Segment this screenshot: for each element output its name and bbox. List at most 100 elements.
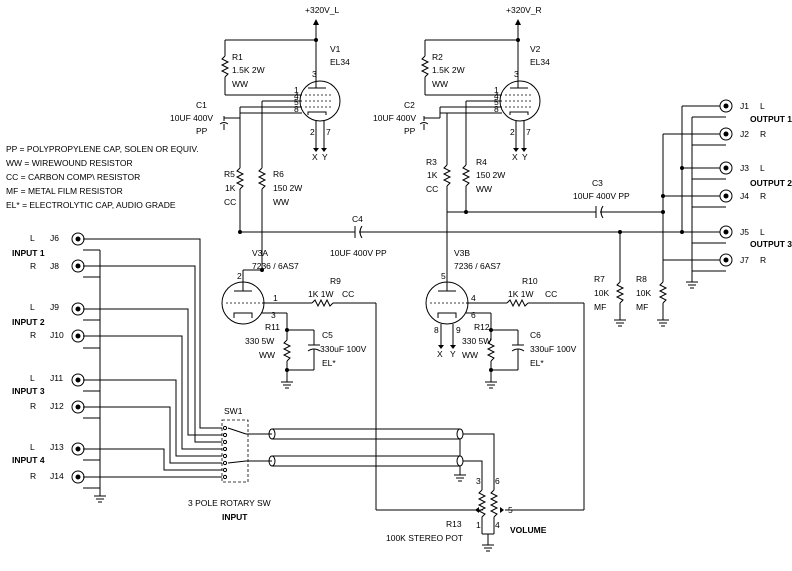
input-jack-j14: R J14 [30, 470, 85, 484]
c2-type: PP [404, 126, 416, 136]
r11-ref: R11 [265, 322, 280, 332]
c5-ref: C5 [322, 330, 333, 340]
j1-ch: L [760, 101, 765, 111]
r5-type: CC [224, 197, 236, 207]
c6-ref: C6 [530, 330, 541, 340]
v1-heater-y: Y [322, 152, 328, 162]
r5-value: 1K [225, 183, 236, 193]
input-bus [83, 238, 222, 503]
j5-ch: L [760, 227, 765, 237]
r2-value: 1.5K 2W [432, 65, 465, 75]
j10-ref: J10 [50, 330, 64, 340]
c5-type: EL* [322, 358, 336, 368]
v1-pin7: 7 [326, 127, 331, 137]
j12-ref: J12 [50, 401, 64, 411]
input-jack-j12: R J12 [30, 400, 85, 414]
c6-type: EL* [530, 358, 544, 368]
v2-pin7: 7 [526, 127, 531, 137]
v2-ref: V2 [530, 44, 541, 54]
j11-ref: J11 [50, 373, 63, 383]
v3b-pin6: 6 [471, 310, 476, 320]
r3-ref: R3 [426, 157, 437, 167]
r7-value: 10K [594, 288, 609, 298]
j14-ch: R [30, 471, 36, 481]
output-jack-j1: J1 L OUTPUT 1 [719, 99, 792, 124]
output-jack-j3: J3 L OUTPUT 2 [719, 161, 792, 188]
v3a-ref: V3A [252, 248, 268, 258]
r10-ref: R10 [522, 276, 538, 286]
v1-type: EL34 [330, 57, 350, 67]
r11-value: 330 5W [245, 336, 274, 346]
v3b-heater-x: X [437, 349, 443, 359]
input-3-label-group: INPUT 3 [12, 386, 45, 396]
j2-ch: R [760, 129, 766, 139]
output-2-label: OUTPUT 2 [750, 178, 792, 188]
v3a-pin3: 3 [271, 310, 276, 320]
pot-pin5: 5 [508, 505, 513, 515]
input-jack-j10: R J10 [30, 329, 85, 343]
pot-pin6: 6 [495, 476, 500, 486]
c1-ref: C1 [196, 100, 207, 110]
supply-right-label: +320V_R [506, 5, 542, 15]
pot-pin4: 4 [495, 520, 500, 530]
sw1-function: INPUT [222, 512, 248, 522]
legend-line-5: EL* = ELECTROLYTIC CAP, AUDIO GRADE [6, 200, 176, 210]
input-4-label-group: INPUT 4 [12, 455, 45, 465]
v2-heater-y: Y [522, 152, 528, 162]
j8-ch: R [30, 261, 36, 271]
v2-pin8: 8 [494, 104, 499, 114]
r10-type: CC [545, 289, 557, 299]
j6-ch: L [30, 233, 35, 243]
r12-type: WW [462, 350, 478, 360]
v3a-pin1: 1 [273, 293, 278, 303]
j3-ref: J3 [740, 163, 749, 173]
v3b-pin4: 4 [471, 293, 476, 303]
r8-type: MF [636, 302, 648, 312]
supply-left: +320V_L [305, 5, 340, 40]
c4-ref: C4 [352, 214, 363, 224]
input-4-label: INPUT 4 [12, 455, 45, 465]
c5-value: 330uF 100V [320, 344, 367, 354]
r10-value: 1K 1W [508, 289, 534, 299]
legend-line-3: CC = CARBON COMP\ RESISTOR [6, 172, 140, 182]
j7-ref: J7 [740, 255, 749, 265]
c2-ref: C2 [404, 100, 415, 110]
r6-value: 150 2W [273, 183, 302, 193]
v3b-heater-y: Y [450, 349, 456, 359]
j14-ref: J14 [50, 471, 64, 481]
r3-type: CC [426, 184, 438, 194]
v2-type: EL34 [530, 57, 550, 67]
legend-line-1: PP = POLYPROPYLENE CAP, SOLEN OR EQUIV. [6, 144, 199, 154]
j2-ref: J2 [740, 129, 749, 139]
r1-value: 1.5K 2W [232, 65, 265, 75]
c1-value: 10UF 400V [170, 113, 213, 123]
v3b-stage: V3B 7236 / 6AS7 5 4 6 8 9 X Y R10 1K 1W … [425, 248, 585, 511]
j7-ch: R [760, 255, 766, 265]
c1-type: PP [196, 126, 208, 136]
v2-pin3: 3 [514, 69, 519, 79]
output-jack-j4: J4 R [719, 189, 766, 203]
r6-type: WW [273, 197, 289, 207]
v1-pin1: 1 [294, 85, 299, 95]
left-output-stage: R1 1.5K 2W WW V1 EL34 1 3 4 5 8 2 7 X Y [170, 38, 350, 270]
input-jack-j9: L J9 [30, 302, 85, 316]
r13-label: 100K STEREO POT [386, 533, 463, 543]
v2-pin1: 1 [494, 85, 499, 95]
v2-pin5: 5 [494, 97, 499, 107]
j13-ch: L [30, 442, 35, 452]
r13-ref: R13 [446, 519, 462, 529]
c6-value: 330uF 100V [530, 344, 577, 354]
v1-pin3: 3 [312, 69, 317, 79]
output-3-label: OUTPUT 3 [750, 239, 792, 249]
v3b-pin9: 9 [456, 325, 461, 335]
v1-heater-x: X [312, 152, 318, 162]
v3b-pin8: 8 [434, 325, 439, 335]
output-jack-j5: J5 L OUTPUT 3 [719, 225, 792, 249]
j3-ch: L [760, 163, 765, 173]
v3a-type: 7236 / 6AS7 [252, 261, 299, 271]
supply-right: +320V_R [506, 5, 542, 40]
v3a-stage: V3A 7236 / 6AS7 1 2 3 R9 1K 1W CC R11 33… [221, 248, 483, 511]
legend-line-2: WW = WIREWOUND RESISTOR [6, 158, 133, 168]
c3-value: 10UF 400V PP [573, 191, 630, 201]
j5-ref: J5 [740, 227, 749, 237]
